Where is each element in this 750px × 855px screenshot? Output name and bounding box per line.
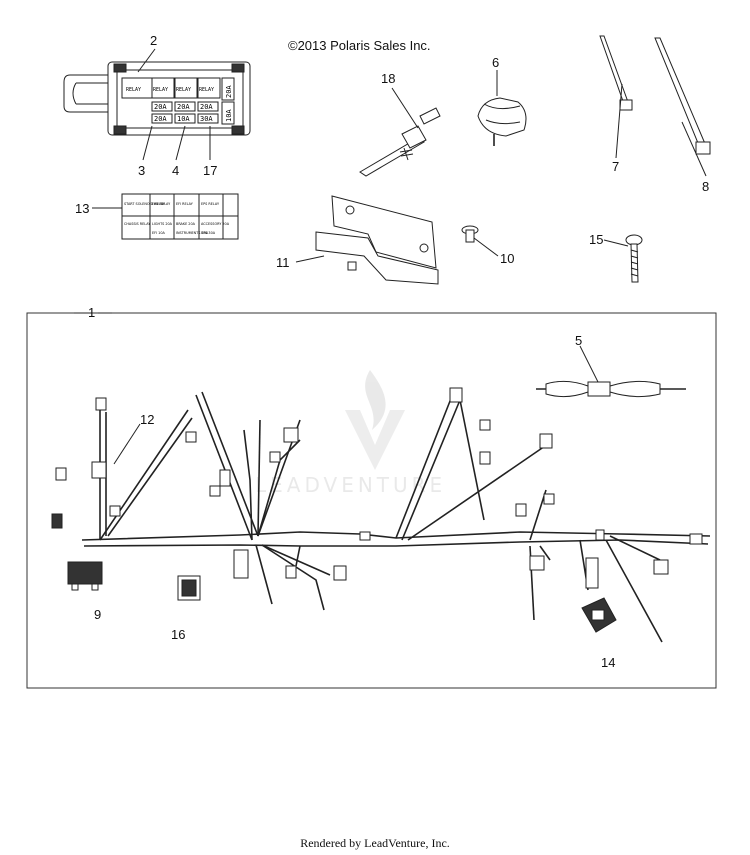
fuse-value-3: 20A [200, 103, 213, 111]
fuse-value-4: 20A [154, 115, 167, 123]
callout-4: 4 [172, 163, 180, 178]
callout-17: 17 [203, 163, 218, 178]
side-fuse-1: 20A [225, 85, 233, 98]
screw [625, 234, 643, 283]
callout-5: 5 [575, 333, 583, 348]
decal-cell-r2-c1: EFI 10A [152, 231, 165, 235]
bracket [315, 195, 439, 285]
main-wiring-harness [81, 391, 711, 643]
connector-16 [177, 575, 201, 601]
cable-tie-mount [359, 107, 441, 177]
decal-cell-r1-c3: ACCESSORY 20A [201, 222, 230, 226]
fuse-value-1: 20A [154, 103, 167, 111]
fuse-value-2: 20A [177, 103, 190, 111]
decal-cell-r1-c1: LIGHTS 20A [152, 222, 173, 226]
callout-13: 13 [75, 201, 90, 216]
decal-cell-r2-c2: INSTRUMENTS 10A [176, 231, 209, 235]
fuse-box: RELAY RELAY RELAY RELAY 20A 20A 20A 20A … [63, 61, 251, 136]
decal-cell-r0-c2: EFI RELAY [176, 202, 194, 206]
watermark-text: LEADVENTURE [255, 473, 446, 497]
fuse-label-decal: START SOLENOID RELAY FAN RELAY EFI RELAY… [121, 193, 239, 240]
callout-10: 10 [500, 251, 515, 266]
diagnostic-connector [581, 597, 617, 633]
harness-clip [477, 97, 527, 146]
relay [67, 561, 103, 591]
decal-cell-r0-c0: START SOLENOID RELAY [124, 202, 166, 206]
relay-label-1: RELAY [126, 87, 141, 93]
harness-connectors [51, 387, 703, 589]
callout-2: 2 [150, 33, 158, 48]
decal-cell-r1-c2: BRAKE 20A [176, 222, 196, 226]
decal-cell-r1-c0: CHASSIS RELAY [124, 222, 151, 226]
relay-label-2: RELAY [153, 87, 168, 93]
callout-18: 18 [381, 71, 396, 86]
cable-tie-long-2 [654, 37, 711, 155]
callout-14: 14 [601, 655, 616, 670]
copyright-text: ©2013 Polaris Sales Inc. [288, 38, 431, 53]
callout-11: 11 [276, 255, 290, 270]
callout-3: 3 [138, 163, 146, 178]
relay-label-4: RELAY [199, 87, 214, 93]
harness-frame [26, 312, 717, 689]
decal-cell-r2-c3: EPS 30A [201, 231, 216, 235]
inline-fuse-holder [536, 380, 686, 398]
callout-12: 12 [140, 412, 155, 427]
callout-9: 9 [94, 607, 102, 622]
relay-label-3: RELAY [176, 87, 191, 93]
side-fuse-2: 10A [225, 109, 233, 122]
callout-8: 8 [702, 179, 710, 194]
fuse-value-6: 30A [200, 115, 213, 123]
cable-tie-long-1 [599, 35, 633, 111]
footer-credit: Rendered by LeadVenture, Inc. [300, 836, 450, 850]
decal-cell-r0-c1: FAN RELAY [152, 202, 171, 206]
decal-cell-r0-c3: EPS RELAY [201, 202, 220, 206]
push-rivet [461, 225, 479, 243]
callout-7: 7 [612, 159, 620, 174]
callout-15: 15 [589, 232, 604, 247]
callout-1: 1 [88, 305, 96, 320]
callout-16: 16 [171, 627, 186, 642]
watermark-logo: LEADVENTURE [255, 370, 446, 497]
callout-6: 6 [492, 55, 500, 70]
fuse-value-5: 10A [177, 115, 190, 123]
